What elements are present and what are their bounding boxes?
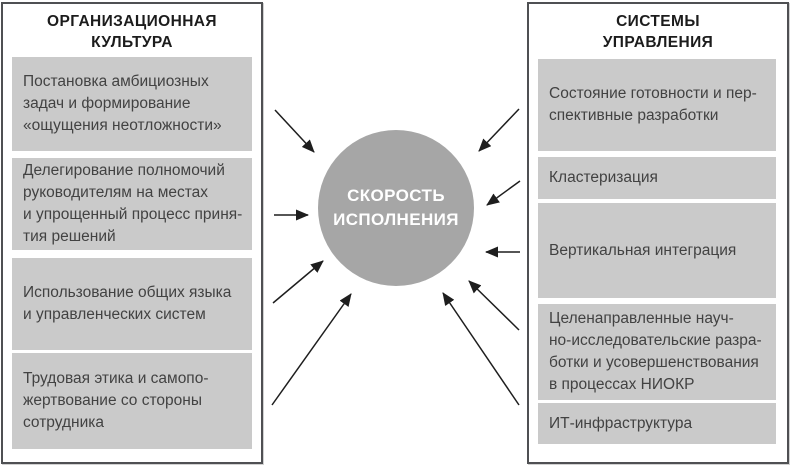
culture-item-work-ethic: Трудовая этика и самопо- жертвование со … [12,353,252,449]
arrow-left_panel-to-center [272,260,324,304]
culture-item-common-language: Использование общих языка и управленческ… [12,258,252,350]
arrow-right_panel-to-center [478,108,520,152]
systems-panel: СИСТЕМЫ УПРАВЛЕНИЯ Состояние готовности … [527,2,789,464]
arrow-right_panel-to-center [486,180,521,206]
speed-circle-label: СКОРОСТЬ ИСПОЛНЕНИЯ [333,186,459,229]
system-item-it-infrastructure: ИТ-инфраструктура [538,403,776,444]
culture-item-delegation: Делегирование полномочий руководителям н… [12,158,252,250]
systems-panel-title: СИСТЕМЫ УПРАВЛЕНИЯ [602,13,714,51]
system-item-readiness: Состояние готовности и пер- спективные р… [538,59,776,151]
system-item-vertical-integration: Вертикальная интеграция [538,203,776,298]
system-item-rnd: Целенаправленные науч- но-исследовательс… [538,304,776,400]
arrow-left_panel-to-center [271,293,352,406]
culture-panel-title: ОРГАНИЗАЦИОННАЯ КУЛЬТУРА [47,13,217,51]
system-item-clustering: Кластеризация [538,157,776,199]
arrow-right_panel-to-center [468,280,520,331]
culture-panel: ОРГАНИЗАЦИОННАЯ КУЛЬТУРА Постановка амби… [1,2,263,464]
arrow-left_panel-to-center [274,109,315,153]
speed-circle: СКОРОСТЬ ИСПОЛНЕНИЯ [318,130,474,286]
arrow-right_panel-to-center [442,292,520,406]
culture-item-ambitious-goals: Постановка амбициозных задач и формирова… [12,57,252,151]
